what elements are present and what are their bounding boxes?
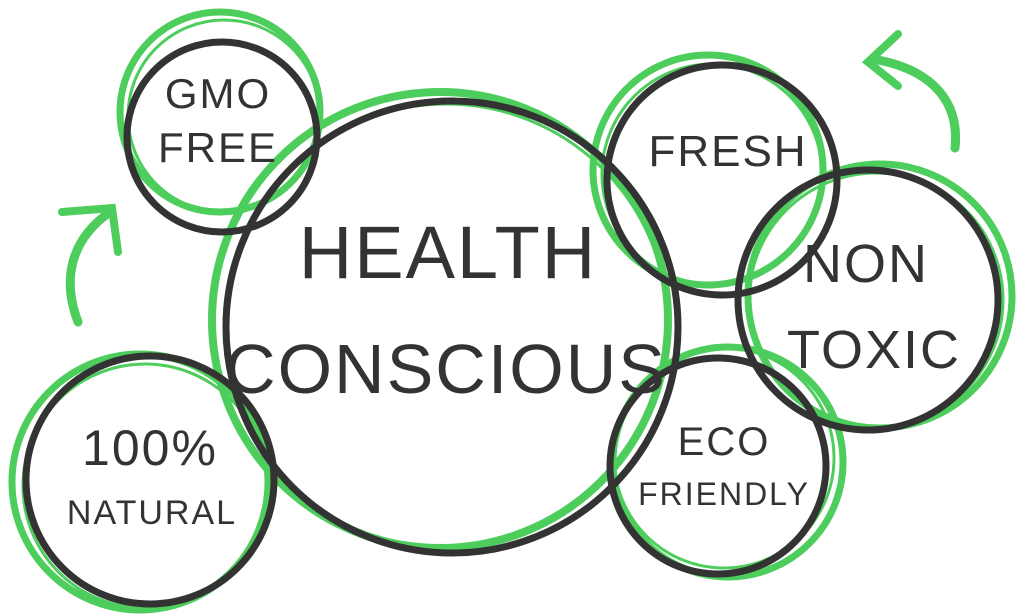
arrow-left-up-icon: [58, 203, 122, 327]
non-toxic-line2: TOXIC: [787, 320, 961, 380]
fresh-circle: [603, 61, 841, 299]
eco-friendly-circle: [606, 354, 830, 578]
arrow-right-up-icon: [861, 30, 961, 153]
gmo-free-line2: FREE: [158, 124, 278, 171]
non-toxic-line1: NON: [803, 234, 929, 294]
fresh-label: FRESH: [648, 127, 807, 176]
gmo-free-circle: [123, 38, 321, 236]
natural-line2: NATURAL: [67, 494, 237, 532]
gmo-free-line1: GMO: [165, 70, 271, 117]
health-conscious-circle: [222, 97, 682, 557]
natural-circle: [22, 352, 278, 608]
dark-rings: [22, 38, 1002, 608]
center-line2: CONSCIOUS: [225, 330, 667, 408]
natural-line1: 100%: [82, 420, 218, 476]
non-toxic-circle: [734, 166, 1002, 434]
eco-friendly-line2: FRIENDLY: [638, 476, 810, 512]
center-line1: HEALTH: [299, 211, 597, 294]
eco-friendly-line1: ECO: [678, 420, 771, 464]
